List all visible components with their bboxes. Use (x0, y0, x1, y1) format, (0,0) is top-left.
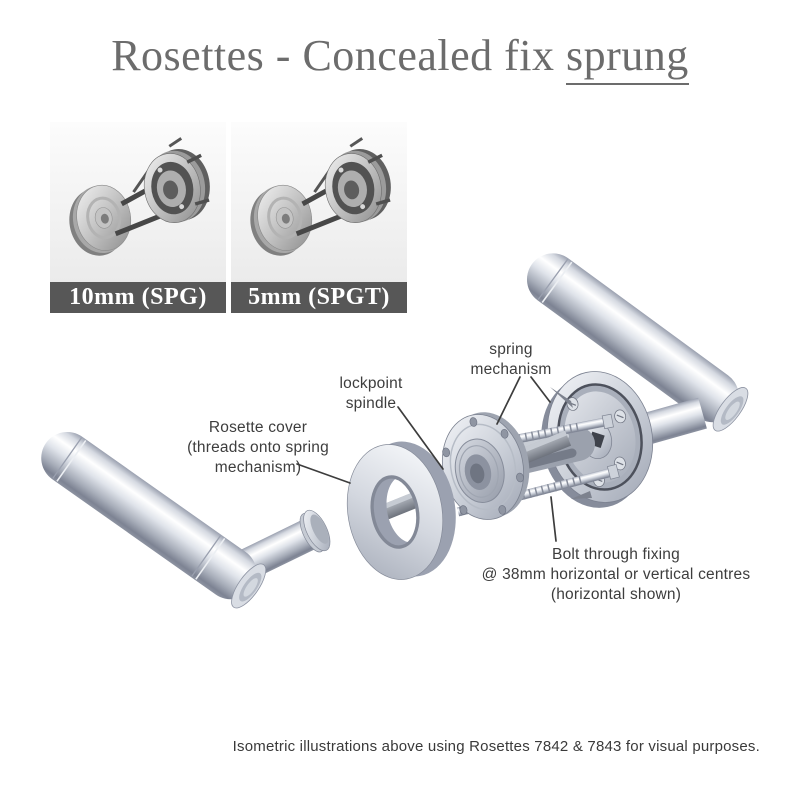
variant-thumb-spgt: 5mm (SPGT) (231, 122, 407, 313)
variant-spg-image (50, 122, 226, 282)
leader-lines (296, 376, 557, 542)
spring-mechanism-leader-right (530, 376, 551, 403)
variant-thumbnails: 10mm (SPG) 5mm (SPGT) (50, 122, 407, 313)
label-spring-mechanism: spring mechanism (470, 341, 552, 378)
rosette-cover-ring (346, 441, 456, 580)
left-lever-handle (41, 431, 331, 609)
spring-mechanism-leader-left (496, 376, 521, 425)
variant-spgt-label: 5mm (SPGT) (231, 282, 407, 313)
label-rosette-cover: Rosette cover (threads onto spring mecha… (187, 419, 329, 476)
bolt-fixing-leader (550, 496, 557, 542)
title-text: Rosettes - Concealed fix (111, 31, 567, 80)
variant-thumb-spg: 10mm (SPG) (50, 122, 226, 313)
label-lockpoint-spindle: lockpoint spindle (339, 375, 403, 412)
variant-spg-label: 10mm (SPG) (50, 282, 226, 313)
title-underlined-word: sprung (566, 31, 689, 85)
rosette-cover-leader (296, 463, 351, 484)
page-title: Rosettes - Concealed fix sprung (0, 30, 800, 85)
label-bolt-through-fixing: Bolt through fixing @ 38mm horizontal or… (481, 546, 751, 603)
spring-mechanism-flange (441, 412, 530, 520)
lockpoint-spindle-leader (397, 406, 444, 470)
spring-unit-render-spgt (231, 122, 407, 282)
spring-unit-render-spg (50, 122, 226, 282)
footnote: Isometric illustrations above using Rose… (232, 738, 760, 755)
screw-tip (550, 387, 573, 408)
screw-tip (571, 491, 592, 499)
variant-spgt-image (231, 122, 407, 282)
rosette-screw (614, 409, 627, 424)
